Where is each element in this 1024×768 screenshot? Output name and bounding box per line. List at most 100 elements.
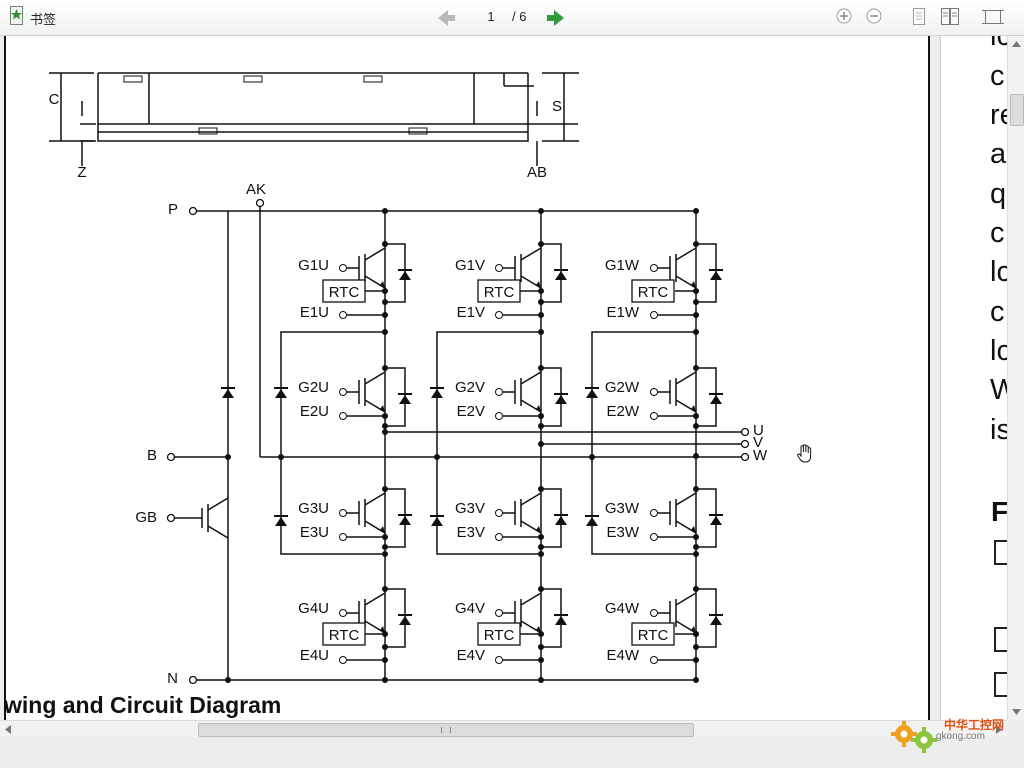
junction-dot [382, 677, 388, 683]
next-page-edge: lc c re a q c lc c lc W is F [940, 36, 1007, 720]
terminal-w: W [753, 447, 768, 464]
document-viewport[interactable]: C Z S AB P AK B GB N U V W G1U E1U G1V E… [0, 36, 1007, 720]
rtc-4w: RTC [638, 627, 669, 644]
gate-terminal [495, 388, 503, 396]
gate-terminal [495, 509, 503, 517]
gate-terminal [495, 264, 503, 272]
emitter-arrow [536, 405, 541, 412]
junction-dot [382, 312, 388, 318]
document-page: C Z S AB P AK B GB N U V W G1U E1U G1V E… [4, 36, 930, 720]
text-fragment: lc [990, 36, 1007, 52]
gate-terminal [339, 509, 347, 517]
emitter-terminal [650, 656, 658, 664]
label-g1w: G1W [605, 257, 640, 274]
page-total: / 6 [512, 9, 527, 24]
junction-dot [382, 365, 388, 371]
diode-symbol [710, 516, 722, 525]
terminal-circle [188, 206, 198, 216]
igbt-collector [675, 592, 697, 606]
checkbox [994, 672, 1007, 697]
junction-dot [382, 544, 388, 550]
dim-label-s: S [552, 98, 562, 115]
igbt-collector [520, 247, 542, 261]
label-e2w: E2W [606, 403, 639, 420]
label-e3w: E3W [606, 524, 639, 541]
freewheel-loop [385, 243, 406, 303]
label-g4w: G4W [605, 600, 640, 617]
junction-dot [382, 423, 388, 429]
status-bar [0, 737, 1024, 768]
junction-dot [693, 241, 699, 247]
emitter-terminal [650, 311, 658, 319]
text-fragment: is [990, 414, 1007, 446]
igbt-emitter [364, 520, 386, 534]
two-page-icon[interactable] [941, 8, 959, 26]
single-page-icon[interactable] [913, 8, 925, 26]
junction-dot [693, 486, 699, 492]
junction-dot [382, 551, 388, 557]
freewheel-loop [385, 588, 406, 648]
terminal-circle [255, 198, 265, 208]
junction-dot [693, 586, 699, 592]
igbt-collector [364, 492, 386, 506]
terminal-n: N [167, 670, 178, 687]
diode-symbol [399, 395, 411, 404]
fit-page-icon[interactable] [982, 7, 1004, 27]
freewheel-loop [541, 367, 562, 427]
junction-dot [538, 534, 544, 540]
junction-dot [538, 329, 544, 335]
zoom-in-icon[interactable] [836, 8, 852, 24]
label-g2v: G2V [455, 379, 485, 396]
previous-page-icon[interactable] [436, 9, 456, 27]
terminal-circle [166, 452, 176, 462]
gate-terminal [650, 609, 658, 617]
junction-dot [382, 657, 388, 663]
junction-dot [693, 644, 699, 650]
scroll-down-arrow-icon[interactable] [1008, 704, 1024, 720]
emitter-terminal [495, 412, 503, 420]
junction-dot [693, 413, 699, 419]
label-g1u: G1U [298, 257, 329, 274]
emitter-arrow [536, 526, 541, 533]
vertical-scroll-thumb[interactable] [1010, 94, 1024, 126]
diode-symbol [222, 389, 234, 398]
junction-dot [538, 544, 544, 550]
package-pin [198, 127, 218, 135]
zoom-out-icon[interactable] [866, 8, 882, 24]
text-fragment: c [990, 60, 1005, 92]
igbt-emitter [520, 275, 542, 289]
junction-dot [538, 486, 544, 492]
gate-terminal [339, 264, 347, 272]
label-g4u: G4U [298, 600, 329, 617]
horizontal-scroll-thumb[interactable] [198, 723, 694, 737]
terminal-b: B [147, 447, 157, 464]
bookmark-icon[interactable] [10, 6, 23, 25]
junction-dot [538, 208, 544, 214]
igbt-collector [520, 492, 542, 506]
junction-dot [382, 631, 388, 637]
label-g3v: G3V [455, 500, 485, 517]
hand-cursor-icon [797, 444, 812, 463]
package-pin [243, 75, 263, 83]
rtc-4v: RTC [484, 627, 515, 644]
bookmarks-label[interactable]: 书签 [30, 12, 57, 27]
horizontal-scrollbar[interactable] [0, 720, 1007, 738]
page-number-input[interactable]: 1 [487, 9, 495, 24]
scroll-up-arrow-icon[interactable] [1008, 36, 1024, 52]
scroll-left-arrow-icon[interactable] [0, 721, 16, 738]
next-page-icon[interactable] [546, 9, 566, 27]
label-e4u: E4U [300, 647, 329, 664]
junction-dot [382, 288, 388, 294]
igbt-collector [364, 592, 386, 606]
vertical-scrollbar[interactable] [1007, 36, 1024, 720]
igbt-collector [675, 371, 697, 385]
junction-dot [538, 644, 544, 650]
junction-dot [693, 453, 699, 459]
igbt-collector [364, 371, 386, 385]
junction-dot [538, 365, 544, 371]
label-g3w: G3W [605, 500, 640, 517]
scroll-right-arrow-icon[interactable] [991, 721, 1007, 738]
freewheel-loop [696, 488, 717, 548]
rtc-1w: RTC [638, 284, 669, 301]
junction-dot [693, 677, 699, 683]
